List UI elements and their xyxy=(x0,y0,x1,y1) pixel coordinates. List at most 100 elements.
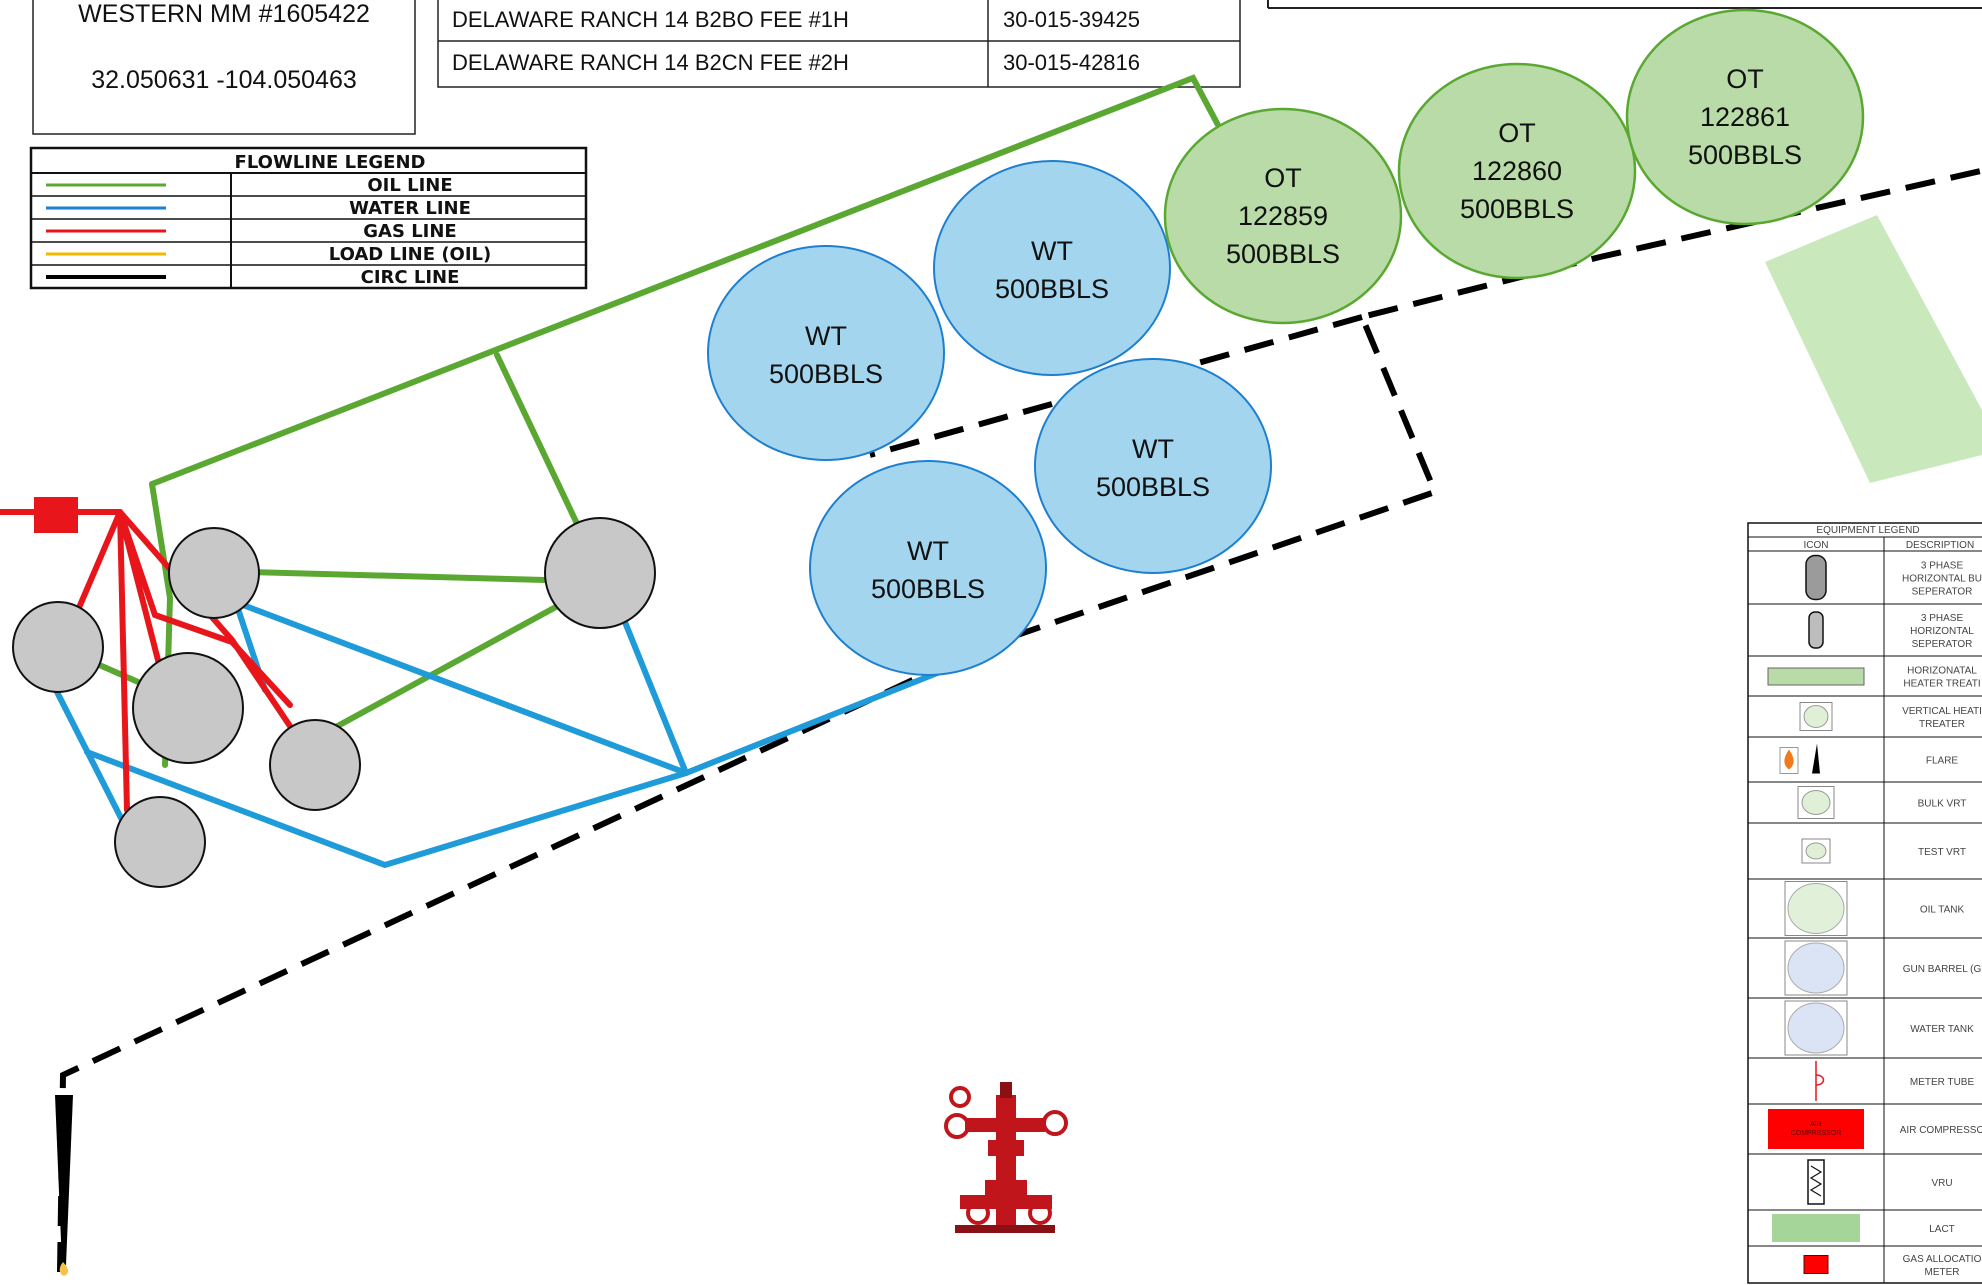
oil-tank-type: OT xyxy=(1498,118,1536,148)
equipment-legend-description: 3 PHASE xyxy=(1921,561,1964,572)
equipment-legend-description: GAS ALLOCATIO xyxy=(1903,1254,1982,1265)
gun-barrel-icon xyxy=(1784,940,1848,996)
equipment-legend: EQUIPMENT LEGEND ICON DESCRIPTION 3 PHAS… xyxy=(1747,522,1982,1284)
circ-line xyxy=(57,167,1982,1273)
equipment-legend-description: TREATER xyxy=(1919,719,1965,730)
well-name-2: DELAWARE RANCH 14 B2CN FEE #2H xyxy=(452,50,849,75)
gas-allocation-meter xyxy=(34,497,78,533)
vessel-5 xyxy=(114,796,206,888)
water-tank: WT 500BBLS xyxy=(707,245,945,461)
oil-tank-icon xyxy=(1784,881,1848,936)
flowline-label: OIL LINE xyxy=(367,175,452,196)
water-tank-type: WT xyxy=(1132,434,1174,464)
vessel-1 xyxy=(168,527,260,619)
water-tank-capacity: 500BBLS xyxy=(871,574,985,604)
oil-tanks: OT 122859 500BBLS OT 122860 500BBLS OT 122861 50… xyxy=(1163,8,1865,325)
equipment-legend-description: HORIZONATAL xyxy=(1907,666,1977,677)
oil-tank-number: 122860 xyxy=(1472,156,1562,186)
well-api-1: 30-015-39425 xyxy=(1003,7,1140,32)
equipment-legend-description: SEPERATOR xyxy=(1912,587,1973,598)
equipment-legend-description: 3 PHASE xyxy=(1921,613,1964,624)
oil-tank: OT 122859 500BBLS xyxy=(1163,107,1403,325)
equipment-legend-col-icon: ICON xyxy=(1804,540,1829,551)
water-tank-capacity: 500BBLS xyxy=(769,359,883,389)
vessel-3 xyxy=(132,652,244,764)
gas-allocation-meter-icon xyxy=(1803,1255,1829,1274)
flowline-label: CIRC LINE xyxy=(361,267,460,288)
air-compressor-icon: AIR COMPRESSOR xyxy=(1768,1109,1864,1149)
equipment-legend-description: TEST VRT xyxy=(1918,847,1966,858)
equipment-legend-description: LACT xyxy=(1929,1224,1955,1235)
air-compressor-icon-label: COMPRESSOR xyxy=(1791,1130,1842,1137)
lact-icon xyxy=(1772,1214,1860,1242)
oil-tank-type: OT xyxy=(1264,163,1302,193)
air-compressor-icon-label: AIR xyxy=(1810,1121,1822,1128)
oil-tank-number: 122859 xyxy=(1238,201,1328,231)
oil-tank-capacity: 500BBLS xyxy=(1226,239,1340,269)
oil-tank-capacity: 500BBLS xyxy=(1460,194,1574,224)
bulk-vrt-icon xyxy=(1797,786,1835,819)
site-coordinates: 32.050631 -104.050463 xyxy=(91,66,357,94)
equipment-legend-description: VRU xyxy=(1931,1178,1952,1189)
oil-tank-number: 122861 xyxy=(1700,102,1790,132)
vessel-4 xyxy=(269,719,361,811)
site-name: WESTERN MM #1605422 xyxy=(78,0,370,28)
gas-lines xyxy=(0,509,299,813)
vertical-heater-treater-icon xyxy=(1799,702,1833,731)
meter-tube-icon xyxy=(1815,1061,1825,1101)
equipment-legend-description: WATER TANK xyxy=(1910,1024,1974,1035)
water-tank-type: WT xyxy=(1031,236,1073,266)
oil-lines xyxy=(85,74,1221,768)
oil-tank-capacity: 500BBLS xyxy=(1688,140,1802,170)
oil-tank-type: OT xyxy=(1726,64,1764,94)
well-api-2: 30-015-42816 xyxy=(1003,50,1140,75)
water-tank-type: WT xyxy=(805,321,847,351)
vessel-6 xyxy=(544,517,656,629)
equipment-legend-description: OIL TANK xyxy=(1920,905,1965,916)
oil-tank: OT 122860 500BBLS xyxy=(1397,62,1637,280)
wells-table: DELAWARE RANCH 14 B2BO FEE #1H 30-015-39… xyxy=(437,0,1241,88)
site-info-box: WESTERN MM #1605422 32.050631 -104.05046… xyxy=(32,0,416,135)
three-phase-separator-icon xyxy=(1808,611,1824,649)
wellhead-icon xyxy=(944,1082,1068,1233)
equipment-legend-description: METER xyxy=(1925,1267,1960,1278)
water-tank: WT 500BBLS xyxy=(1034,358,1272,574)
equipment-legend-description: GUN BARREL (G xyxy=(1903,964,1982,975)
equipment-legend-description: HORIZONTAL BU xyxy=(1902,574,1982,585)
water-tank: WT 500BBLS xyxy=(933,160,1171,376)
water-tank-icon xyxy=(1784,1000,1848,1056)
equipment-legend-description: HEATER TREATI xyxy=(1903,679,1980,690)
flowline-label: GAS LINE xyxy=(363,221,456,242)
equipment-legend-description: VERTICAL HEATI xyxy=(1902,706,1982,717)
vessel-2 xyxy=(12,601,104,693)
equipment-legend-title: EQUIPMENT LEGEND xyxy=(1816,525,1919,536)
equipment-legend-description: FLARE xyxy=(1926,756,1959,767)
three-phase-bulk-separator-icon xyxy=(1805,554,1827,601)
vessels xyxy=(12,517,656,888)
oil-tank: OT 122861 500BBLS xyxy=(1625,8,1865,226)
flowline-label: WATER LINE xyxy=(349,198,471,219)
flare-icon xyxy=(55,1095,73,1276)
top-right-box-edge xyxy=(1267,0,1982,9)
well-name-1: DELAWARE RANCH 14 B2BO FEE #1H xyxy=(452,7,849,32)
flowline-legend-title: FLOWLINE LEGEND xyxy=(235,152,426,173)
equipment-legend-description: HORIZONTAL xyxy=(1910,626,1974,637)
vru-icon xyxy=(1807,1159,1825,1205)
equipment-legend-description: BULK VRT xyxy=(1918,799,1967,810)
water-tank-type: WT xyxy=(907,536,949,566)
water-tank: WT 500BBLS xyxy=(809,460,1047,676)
water-tank-capacity: 500BBLS xyxy=(1096,472,1210,502)
equipment-legend-col-desc: DESCRIPTION xyxy=(1906,540,1974,551)
horizontal-heater-treater-icon xyxy=(1767,667,1865,686)
water-tank-capacity: 500BBLS xyxy=(995,274,1109,304)
water-tanks: WT 500BBLS WT 500BBLS WT 500BBLS WT 500BBLS xyxy=(707,160,1272,676)
equipment-legend-description: METER TUBE xyxy=(1910,1077,1975,1088)
lact-unit xyxy=(1765,215,1982,483)
test-vrt-icon xyxy=(1801,838,1831,864)
equipment-legend-description: AIR COMPRESSO xyxy=(1900,1125,1982,1136)
flare-icon xyxy=(1779,743,1820,774)
equipment-legend-description: SEPERATOR xyxy=(1912,639,1973,650)
flowline-label: LOAD LINE (OIL) xyxy=(329,244,492,265)
